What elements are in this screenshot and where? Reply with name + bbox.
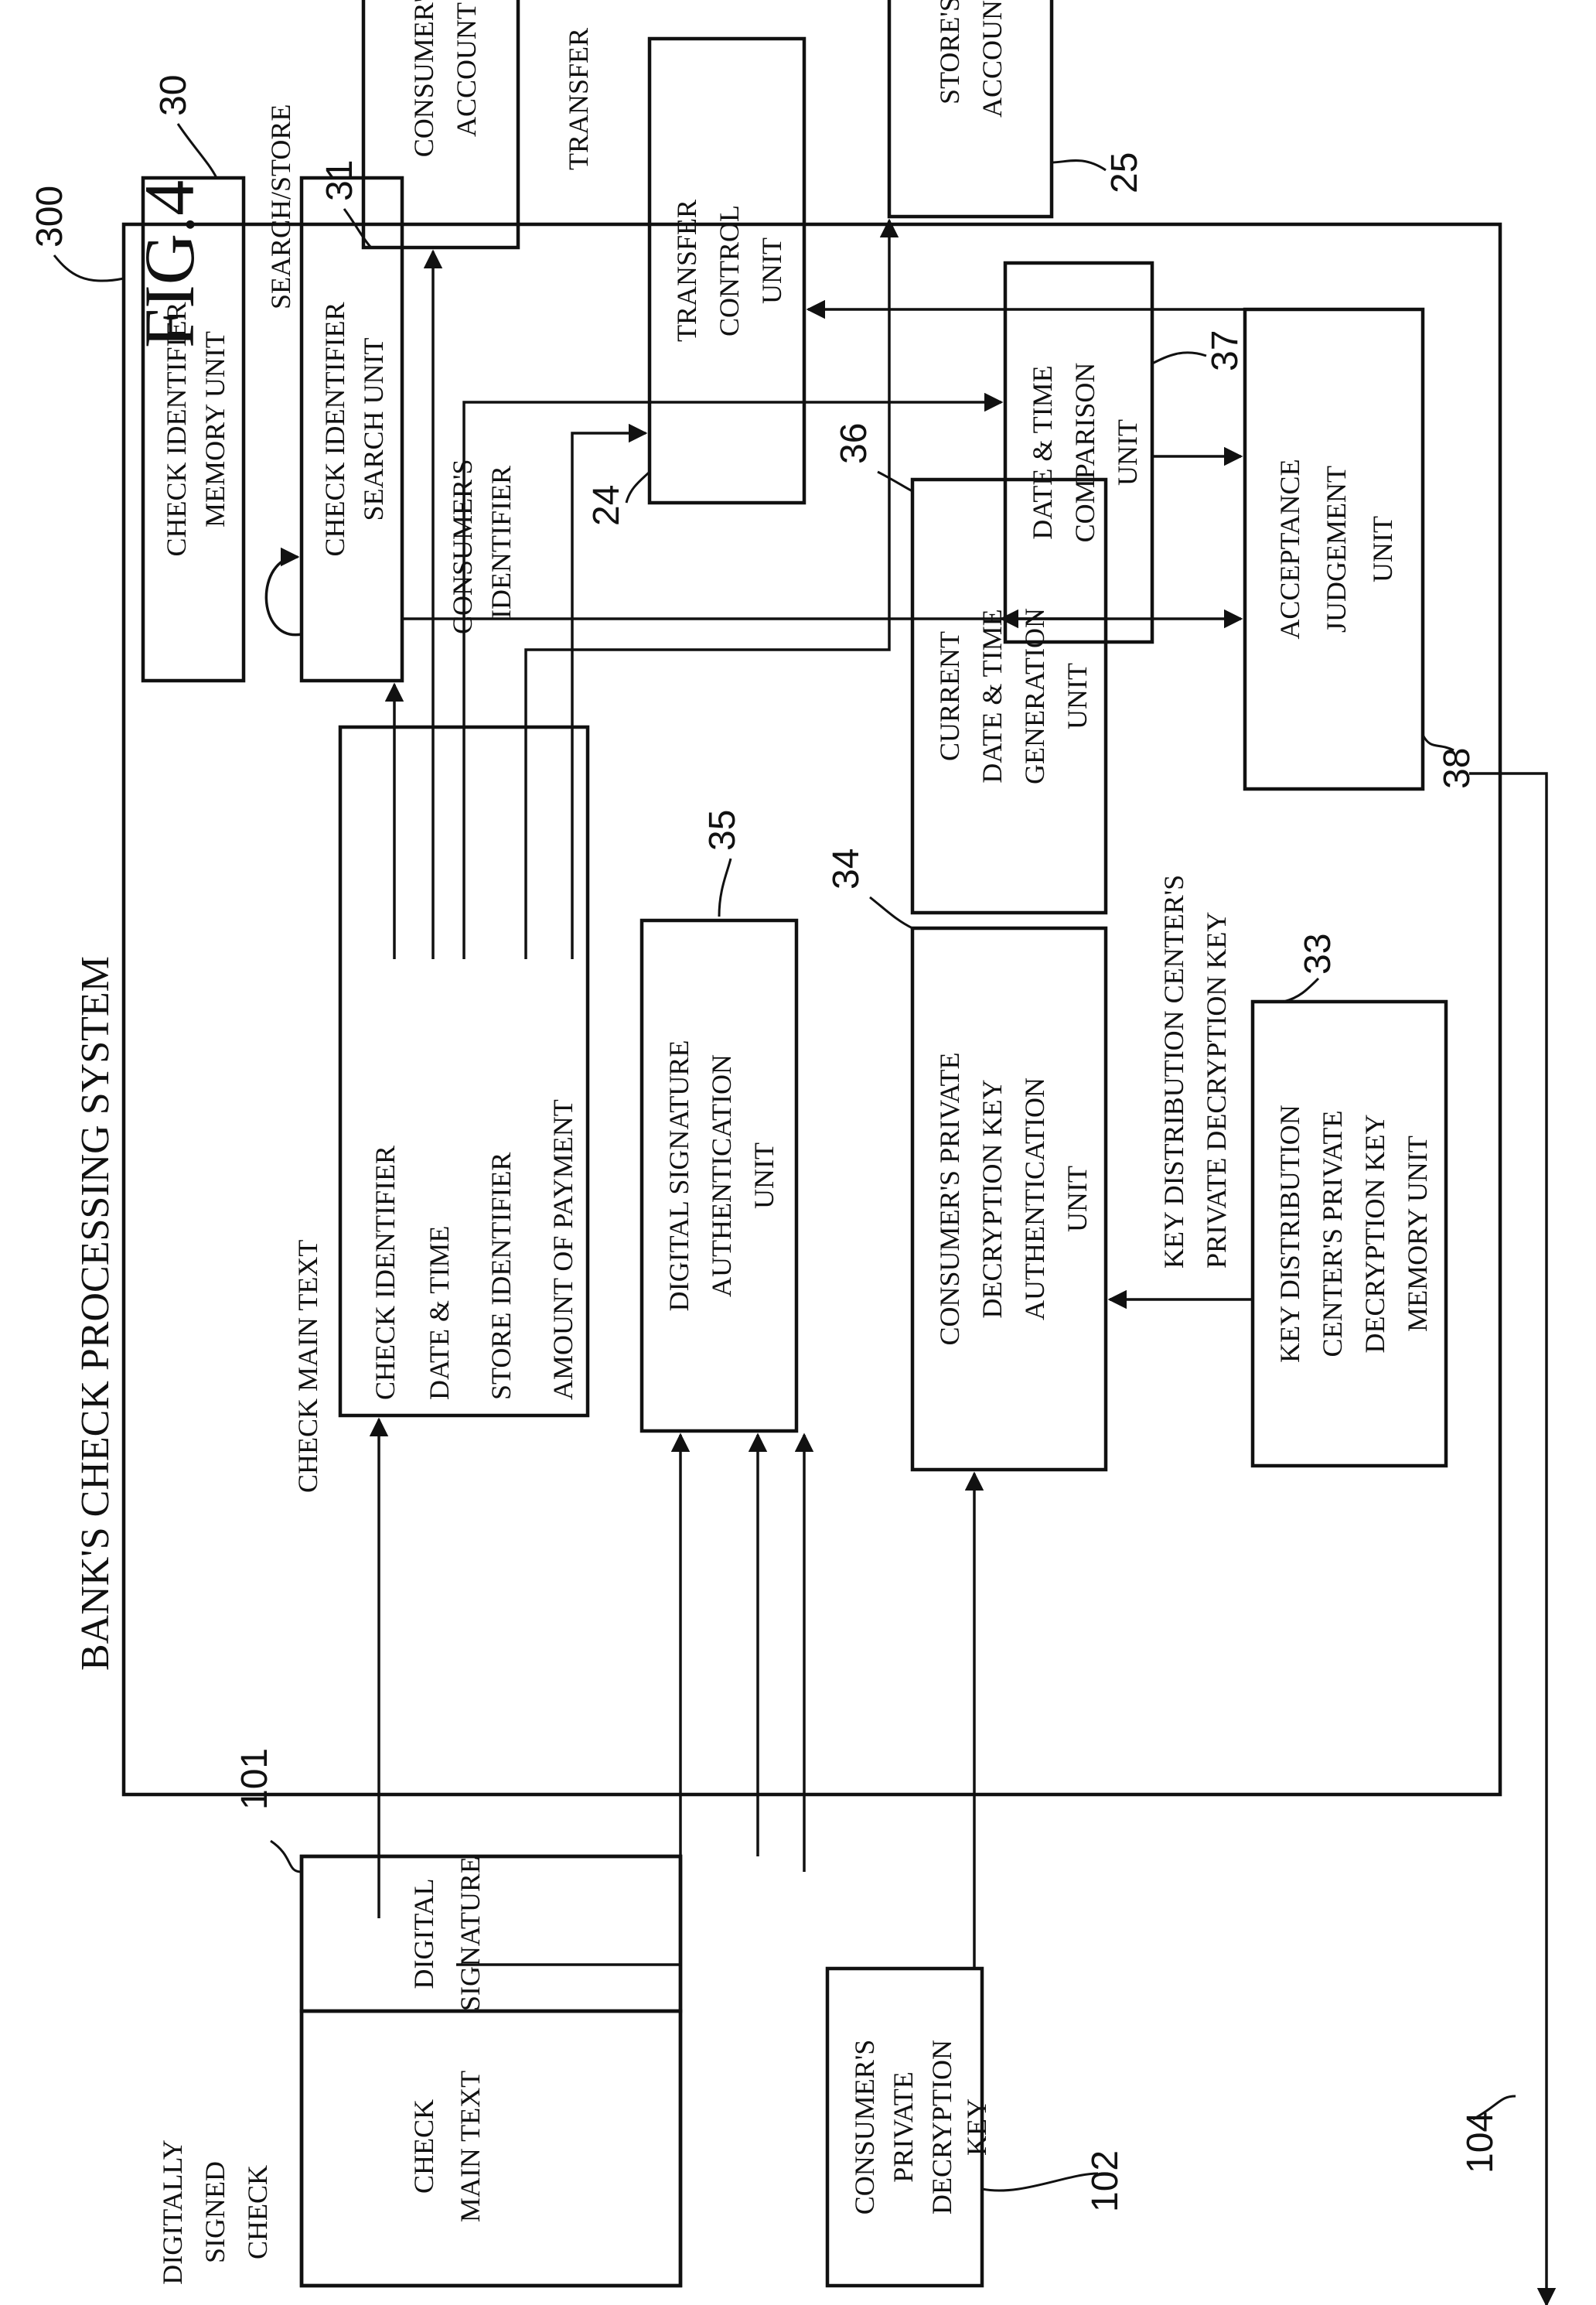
output-ref-104: 104 (1460, 2112, 1501, 2174)
sig-auth-label-1: DIGITAL SIGNATURE (663, 1040, 694, 1312)
date-gen-label-3: GENERATION (1019, 608, 1050, 784)
sig-auth-ref-leader (719, 859, 731, 917)
acceptance-label-2: JUDGEMENT (1321, 466, 1352, 633)
transfer-label: TRANSFER (563, 28, 594, 170)
transfer-control-label-3: UNIT (756, 237, 787, 304)
date-cmp-ref-37: 37 (1205, 330, 1246, 371)
kdc-memory-ref-leader (1284, 978, 1318, 1002)
store-account-ref-25: 25 (1104, 152, 1145, 193)
search-unit-label-2: SEARCH UNIT (358, 337, 389, 521)
private-key-input-label-2: PRIVATE (888, 2071, 919, 2182)
date-gen-label-1: CURRENT (934, 631, 965, 761)
consumer-identifier-label-1: CONSUMER'S (447, 459, 478, 634)
field-store-identifier: STORE IDENTIFIER (486, 1152, 517, 1400)
private-key-ref-leader (982, 2174, 1098, 2191)
store-account-label-1: STORE'S (934, 0, 965, 104)
digital-signature-input-label-2: SIGNATURE (455, 1856, 486, 2011)
date-gen-label-4: UNIT (1062, 663, 1093, 729)
date-cmp-ref-leader (1152, 353, 1206, 364)
store-account-ref-leader (1052, 161, 1106, 171)
check-ref-leader (271, 1841, 302, 1872)
check-main-text-input-label-2: MAIN TEXT (455, 2071, 486, 2222)
field-date-time: DATE & TIME (424, 1226, 455, 1400)
kdc-memory-label-3: DECRYPTION KEY (1359, 1114, 1390, 1353)
digital-signature-input-box (302, 1856, 680, 2011)
field-check-identifier: CHECK IDENTIFIER (370, 1146, 401, 1400)
search-ref-leader (344, 209, 371, 248)
store-account-label-2: ACCOUNT (977, 0, 1008, 118)
date-gen-label-2: DATE & TIME (977, 609, 1008, 783)
system-title: BANK'S CHECK PROCESSING SYSTEM (73, 956, 118, 1671)
transfer-control-ref-24: 24 (586, 485, 627, 526)
date-cmp-label-3: UNIT (1112, 419, 1143, 486)
transfer-control-label-1: TRANSFER (671, 200, 702, 342)
key-auth-label-4: UNIT (1062, 1166, 1093, 1232)
kdc-memory-ref-33: 33 (1298, 934, 1339, 975)
memory-ref-leader (178, 124, 217, 178)
kdc-memory-label-2: CENTER'S PRIVATE (1317, 1111, 1348, 1357)
digitally-signed-check-box (302, 1856, 680, 2286)
sig-auth-label-3: UNIT (749, 1142, 779, 1209)
transfer-control-label-2: CONTROL (714, 205, 745, 336)
key-auth-label-2: DECRYPTION KEY (977, 1079, 1008, 1318)
check-main-text-caption: CHECK MAIN TEXT (292, 1240, 323, 1493)
input-stack: CHECK MAIN TEXT DIGITAL SIGNATURE CONSUM… (157, 1748, 1516, 2286)
check-main-text-input-label-1: CHECK (408, 2099, 439, 2194)
private-key-ref-102: 102 (1085, 2150, 1126, 2212)
field-amount-of-payment: AMOUNT OF PAYMENT (547, 1099, 578, 1400)
check-caption-1: DIGITALLY (157, 2139, 188, 2284)
date-gen-ref-leader (878, 472, 912, 491)
system-ref-leader (54, 255, 124, 281)
search-store-arrow (266, 557, 302, 635)
check-ref-101: 101 (234, 1748, 275, 1810)
kdc-key-label-1: KEY DISTRIBUTION CENTER'S (1158, 875, 1189, 1269)
check-caption-3: CHECK (242, 2165, 273, 2259)
memory-unit-ref-30: 30 (153, 75, 194, 116)
system-ref-300: 300 (29, 186, 70, 248)
search-store-label: SEARCH/STORE (265, 104, 296, 309)
kdc-memory-label-1: KEY DISTRIBUTION (1274, 1105, 1305, 1363)
private-key-input-label-3: DECRYPTION (926, 2040, 957, 2215)
transfer-control-ref-leader (626, 472, 650, 503)
search-unit-ref-31: 31 (319, 160, 360, 201)
date-cmp-label-2: COMPARISON (1069, 363, 1100, 543)
digital-signature-input-label-1: DIGITAL (408, 1878, 439, 1989)
arrow-main-text-to-sig-auth (456, 1435, 680, 1965)
kdc-memory-label-4: MEMORY UNIT (1402, 1135, 1433, 1332)
acceptance-label-1: ACCEPTANCE (1274, 459, 1305, 639)
consumer-account-label-2: ACCOUNT (451, 2, 482, 137)
key-auth-label-3: AUTHENTICATION (1019, 1077, 1050, 1320)
consumer-account-box (363, 0, 518, 248)
memory-unit-label-2: MEMORY UNIT (200, 331, 230, 528)
acceptance-label-3: UNIT (1367, 516, 1398, 582)
key-auth-ref-34: 34 (826, 849, 867, 890)
arrow-acceptance-output (1469, 773, 1547, 2305)
date-gen-ref-36: 36 (834, 423, 875, 464)
private-key-input-label-4: KEY (961, 2098, 992, 2156)
private-key-input-label-1: CONSUMER'S (849, 2040, 880, 2215)
kdc-key-label-2: PRIVATE DECRYPTION KEY (1201, 912, 1232, 1269)
memory-unit-label-1: CHECK IDENTIFIER (161, 302, 192, 557)
key-auth-ref-leader (870, 897, 912, 928)
key-auth-label-1: CONSUMER'S PRIVATE (934, 1053, 965, 1346)
consumer-account-label-1: CONSUMER'S (408, 0, 439, 157)
check-caption-2: SIGNED (200, 2161, 230, 2263)
sig-auth-label-2: AUTHENTICATION (706, 1054, 737, 1297)
arrow-date-time-to-comparison (464, 402, 1001, 959)
acceptance-ref-38: 38 (1437, 748, 1478, 789)
check-main-text-input-box (302, 2011, 680, 2286)
sig-auth-ref-35: 35 (702, 810, 743, 851)
date-cmp-label-1: DATE & TIME (1027, 365, 1058, 539)
consumer-identifier-label-2: IDENTIFIER (486, 466, 517, 619)
store-account-box (889, 0, 1052, 217)
search-unit-label-1: CHECK IDENTIFIER (319, 302, 350, 557)
